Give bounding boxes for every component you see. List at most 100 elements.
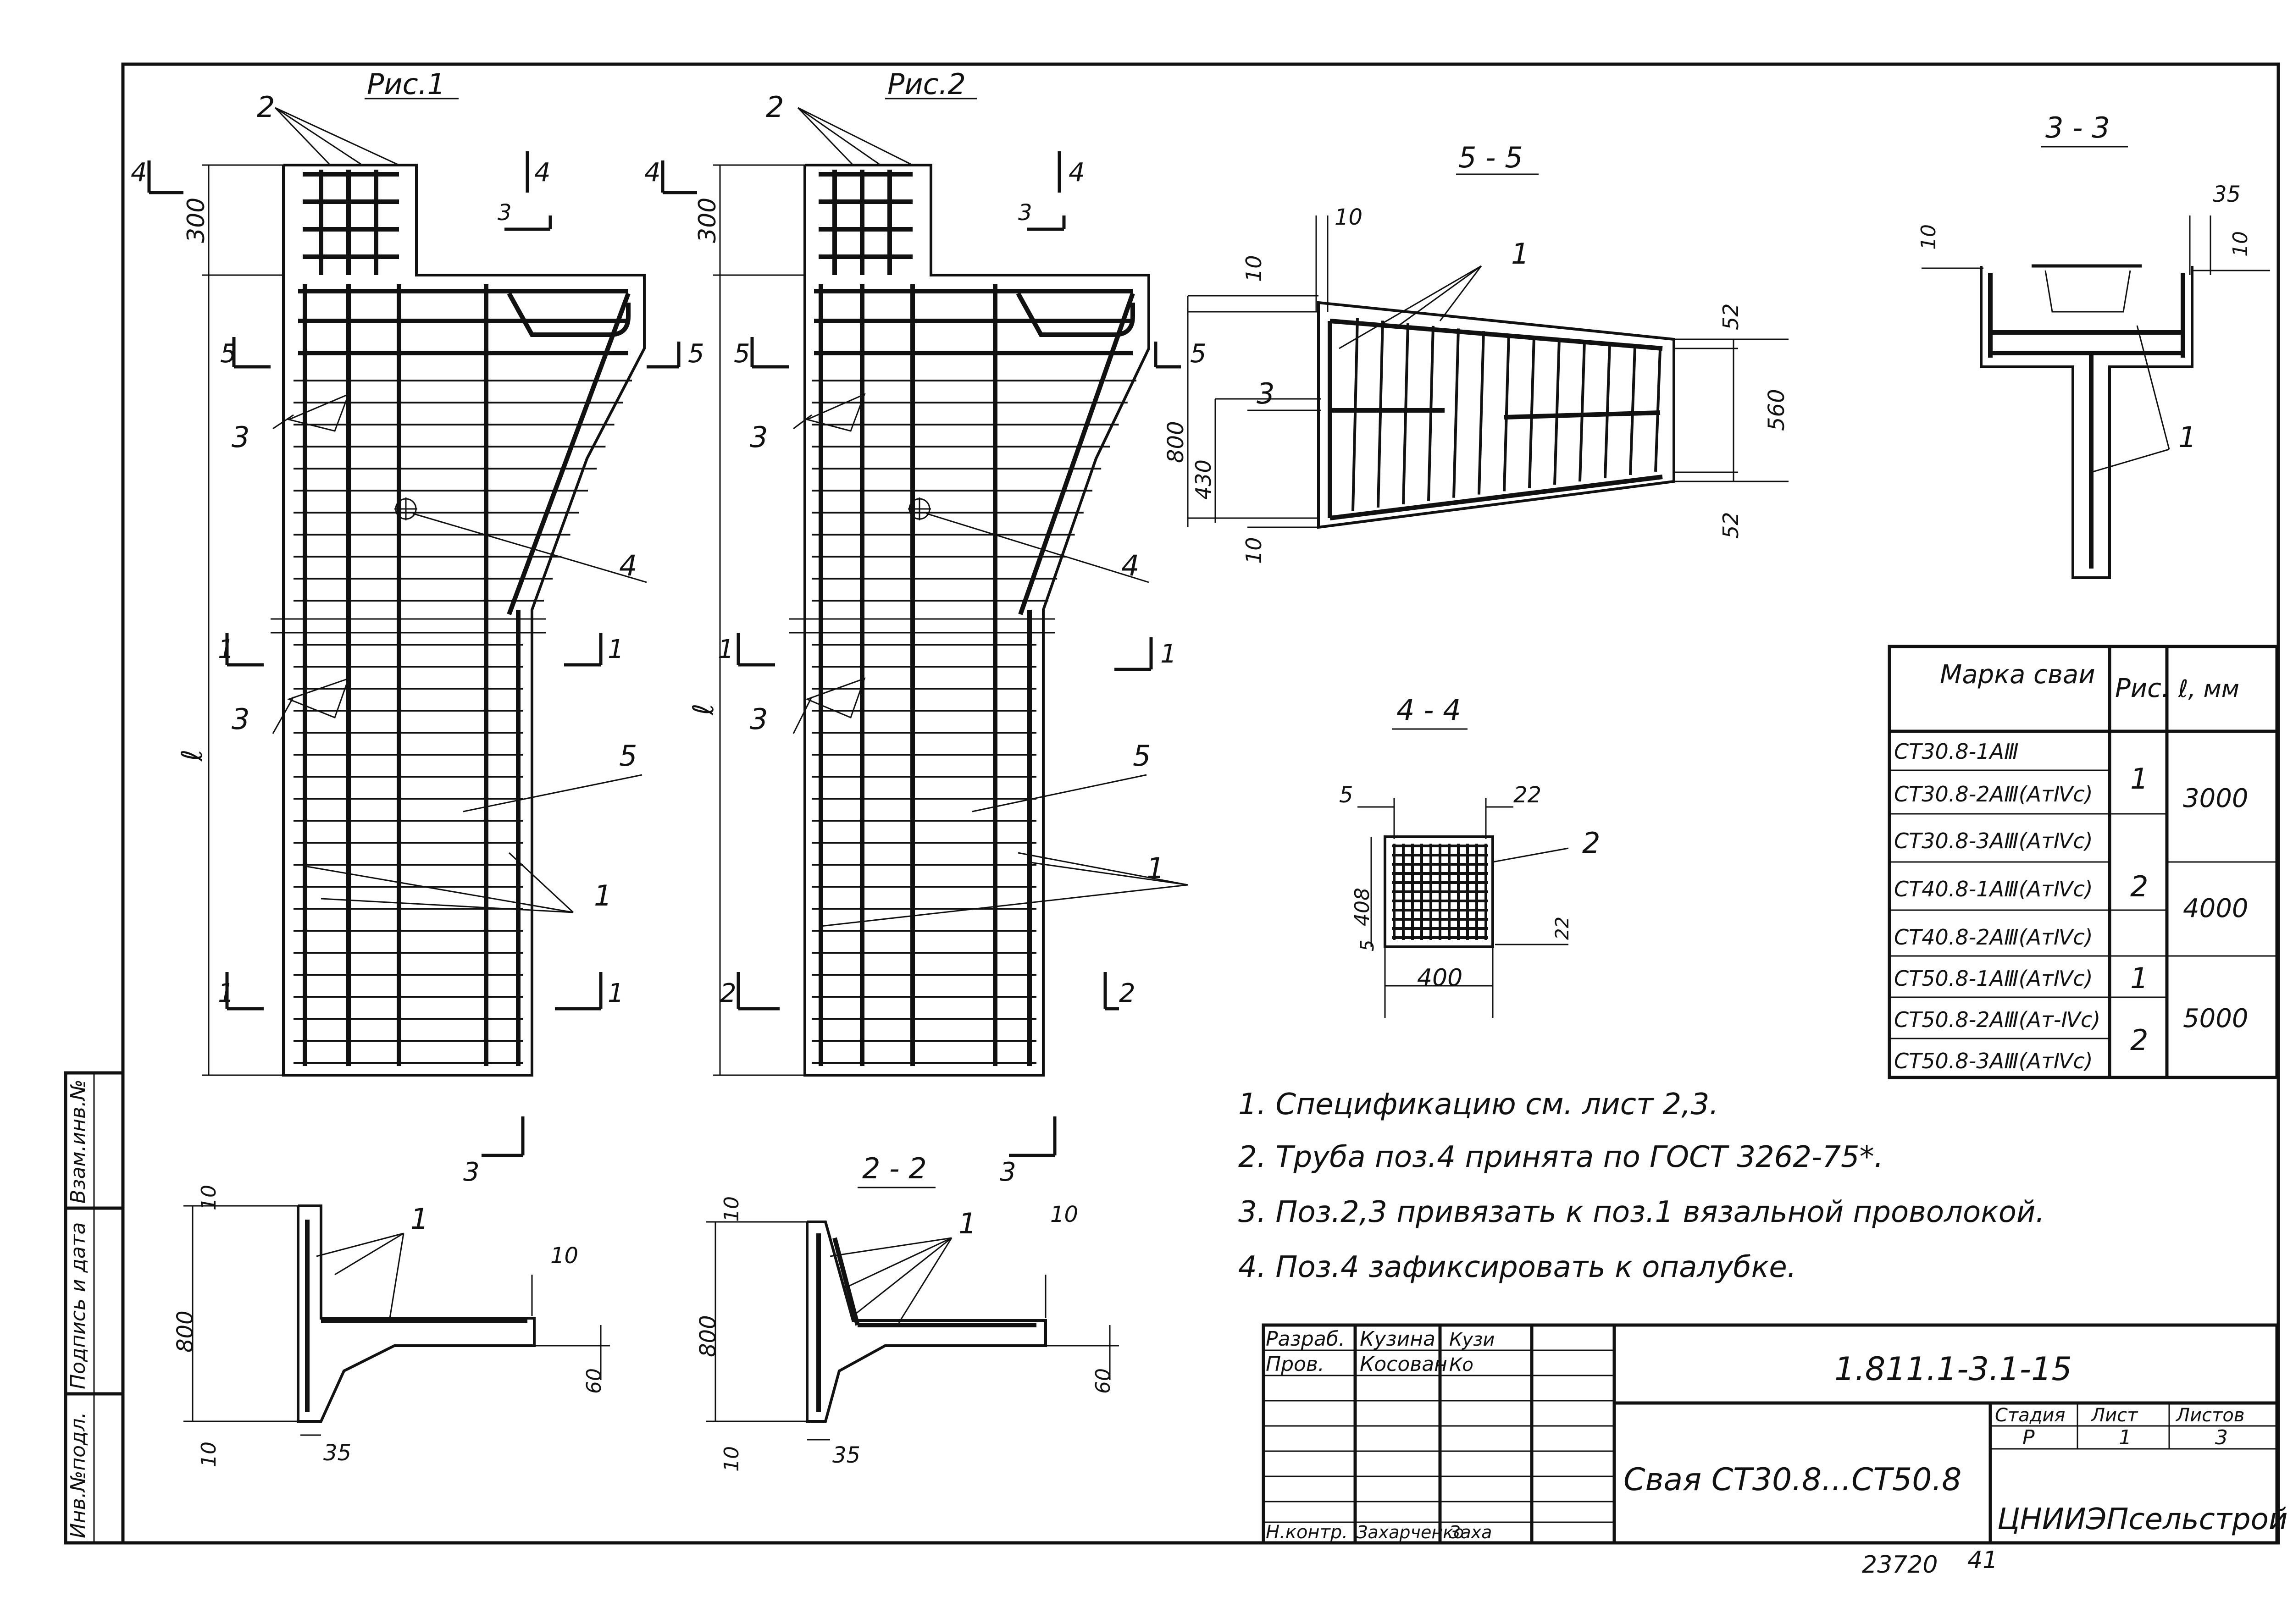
tb-sheet-label: Лист: [2090, 1405, 2138, 1426]
side-stamp-inv-no: Инв.№подл.: [66, 1412, 90, 1538]
svg-text:5: 5: [734, 339, 750, 369]
callout-1: 1: [1511, 237, 1529, 271]
svg-text:10: 10: [1241, 537, 1266, 564]
section-4-4: 4 - 4 2 5 22 408 5 22 400: [1339, 693, 1600, 1018]
svg-text:3: 3: [1018, 200, 1032, 226]
notes: 1. Спецификацию см. лист 2,3. 2. Труба п…: [1238, 1088, 2045, 1284]
table-length-value: 4000: [2183, 894, 2249, 923]
svg-text:2: 2: [720, 978, 737, 1008]
head-mesh: [298, 170, 631, 355]
table-row-mark: СТ40.8-2АⅢ(АтⅣс): [1894, 925, 2093, 950]
table-row-mark: СТ50.8-3АⅢ(АтⅣс): [1894, 1049, 2093, 1073]
stirrup-line: [1553, 339, 1561, 485]
svg-text:408: 408: [1351, 888, 1374, 926]
table-row-mark: СТ30.8-2АⅢ(АтⅣс): [1894, 782, 2093, 806]
table-fig-value: 2: [2130, 870, 2148, 903]
svg-text:10: 10: [720, 1446, 743, 1472]
callout-2: 2: [1582, 826, 1600, 860]
pile-outline: [282, 164, 646, 1077]
tb-name-3: Захарченко: [1357, 1522, 1464, 1542]
stirrup-line: [1377, 320, 1384, 508]
table-row-mark: СТ50.8-2АⅢ(Ат-Ⅳс): [1894, 1007, 2100, 1032]
section-2-2: 2 - 2 1 800 10 10 35 10 60 3: [695, 1116, 1119, 1472]
svg-text:800: 800: [695, 1315, 721, 1357]
svg-text:35: 35: [832, 1442, 860, 1468]
tb-signature-3: Заха: [1449, 1522, 1492, 1542]
callout-2: 2: [257, 90, 275, 124]
tb-sheets-label: Листов: [2175, 1405, 2244, 1426]
section-5-5: 5 - 5 1 3 10 10 800 430 10 560 52: [1163, 141, 1789, 564]
callout-4: 4: [1121, 549, 1139, 582]
tb-name-1: Кузина: [1360, 1327, 1435, 1351]
note-4: 4. Поз.4 зафиксировать к опалубке.: [1238, 1250, 1796, 1284]
callout-3: 3: [750, 702, 768, 736]
svg-text:5: 5: [220, 339, 237, 369]
svg-text:10: 10: [197, 1185, 221, 1210]
tb-signature-2: Ко: [1449, 1354, 1473, 1375]
callout-3: 3: [750, 420, 768, 454]
tb-sheet-value: 1: [2119, 1426, 2132, 1449]
svg-text:10: 10: [550, 1243, 578, 1269]
svg-text:10: 10: [720, 1196, 743, 1222]
svg-text:5: 5: [1339, 782, 1353, 808]
svg-text:35: 35: [323, 1440, 351, 1466]
stirrup-line: [1503, 333, 1510, 492]
tb-role-1: Разраб.: [1266, 1327, 1345, 1351]
svg-text:3: 3: [498, 200, 512, 226]
section-3-3: 3 - 3 1 10 35 10: [1917, 111, 2270, 579]
svg-text:5: 5: [1190, 339, 1207, 369]
tb-stage-label: Стадия: [1995, 1405, 2065, 1426]
svg-text:10: 10: [1050, 1202, 1078, 1227]
stirrups: [812, 380, 1136, 1064]
svg-text:1: 1: [608, 978, 624, 1008]
callout-3: 3: [232, 420, 249, 454]
side-stamp: Взам.инв.№ Подпись и дата Инв.№подл.: [64, 1071, 125, 1545]
callout-5: 5: [619, 739, 637, 773]
svg-text:800: 800: [1163, 421, 1189, 463]
table-fig-value: 1: [2130, 961, 2148, 995]
svg-text:10: 10: [1917, 224, 1940, 250]
figure-2-title: Рис.2: [887, 67, 966, 101]
stirrup-line: [1579, 341, 1586, 482]
callout-2: 2: [766, 90, 784, 124]
section-marks-fig1: 4 4 3 5 5 1 1 1 1: [131, 151, 704, 1011]
callout-4: 4: [619, 549, 637, 582]
stirrup-line: [1452, 328, 1460, 498]
section-1-1: 1 800 10 10 35 10 60 3: [172, 1116, 610, 1467]
svg-text:5: 5: [688, 339, 704, 369]
dim-300: 300: [183, 198, 210, 243]
side-stamp-sign-date: Подпись и дата: [66, 1222, 90, 1389]
head-mesh: [814, 170, 1135, 355]
dim-length-l: ℓ: [687, 703, 720, 716]
svg-text:3: 3: [1000, 1157, 1016, 1187]
table-header-fig: Рис.: [2115, 674, 2170, 703]
figure-1-title: Рис.1: [367, 67, 445, 101]
longitudinal-bars: [819, 284, 1135, 1066]
tb-name-2: Косован: [1360, 1353, 1447, 1376]
svg-text:1: 1: [608, 635, 624, 664]
stirrups: [294, 380, 632, 1064]
svg-text:10: 10: [1241, 255, 1266, 282]
svg-text:1: 1: [1160, 639, 1177, 669]
svg-text:22: 22: [1513, 782, 1541, 808]
svg-text:430: 430: [1191, 459, 1216, 500]
note-3: 3. Поз.2,3 привязать к поз.1 вязальной п…: [1238, 1195, 2045, 1229]
callout-3: 3: [1257, 377, 1274, 410]
callout-1: 1: [2178, 420, 2196, 454]
stirrup-line: [1528, 336, 1535, 488]
table-header-length: ℓ, мм: [2178, 675, 2239, 703]
svg-text:35: 35: [2213, 182, 2241, 207]
svg-text:10: 10: [197, 1442, 221, 1467]
figure-2: Рис.2: [644, 67, 1207, 1077]
stirrup-line: [1629, 347, 1636, 475]
table-length-value: 3000: [2183, 784, 2249, 813]
table-row-mark: СТ30.8-1АⅢ: [1894, 739, 2019, 764]
table-length-value: 5000: [2183, 1004, 2249, 1033]
stirrup-line: [1351, 318, 1359, 511]
svg-text:5: 5: [1357, 940, 1378, 951]
callout-1: 1: [410, 1202, 428, 1236]
svg-text:4: 4: [131, 158, 147, 188]
section-4-4-title: 4 - 4: [1396, 693, 1461, 727]
svg-text:1: 1: [218, 978, 234, 1008]
note-1: 1. Спецификацию см. лист 2,3.: [1238, 1088, 1719, 1121]
